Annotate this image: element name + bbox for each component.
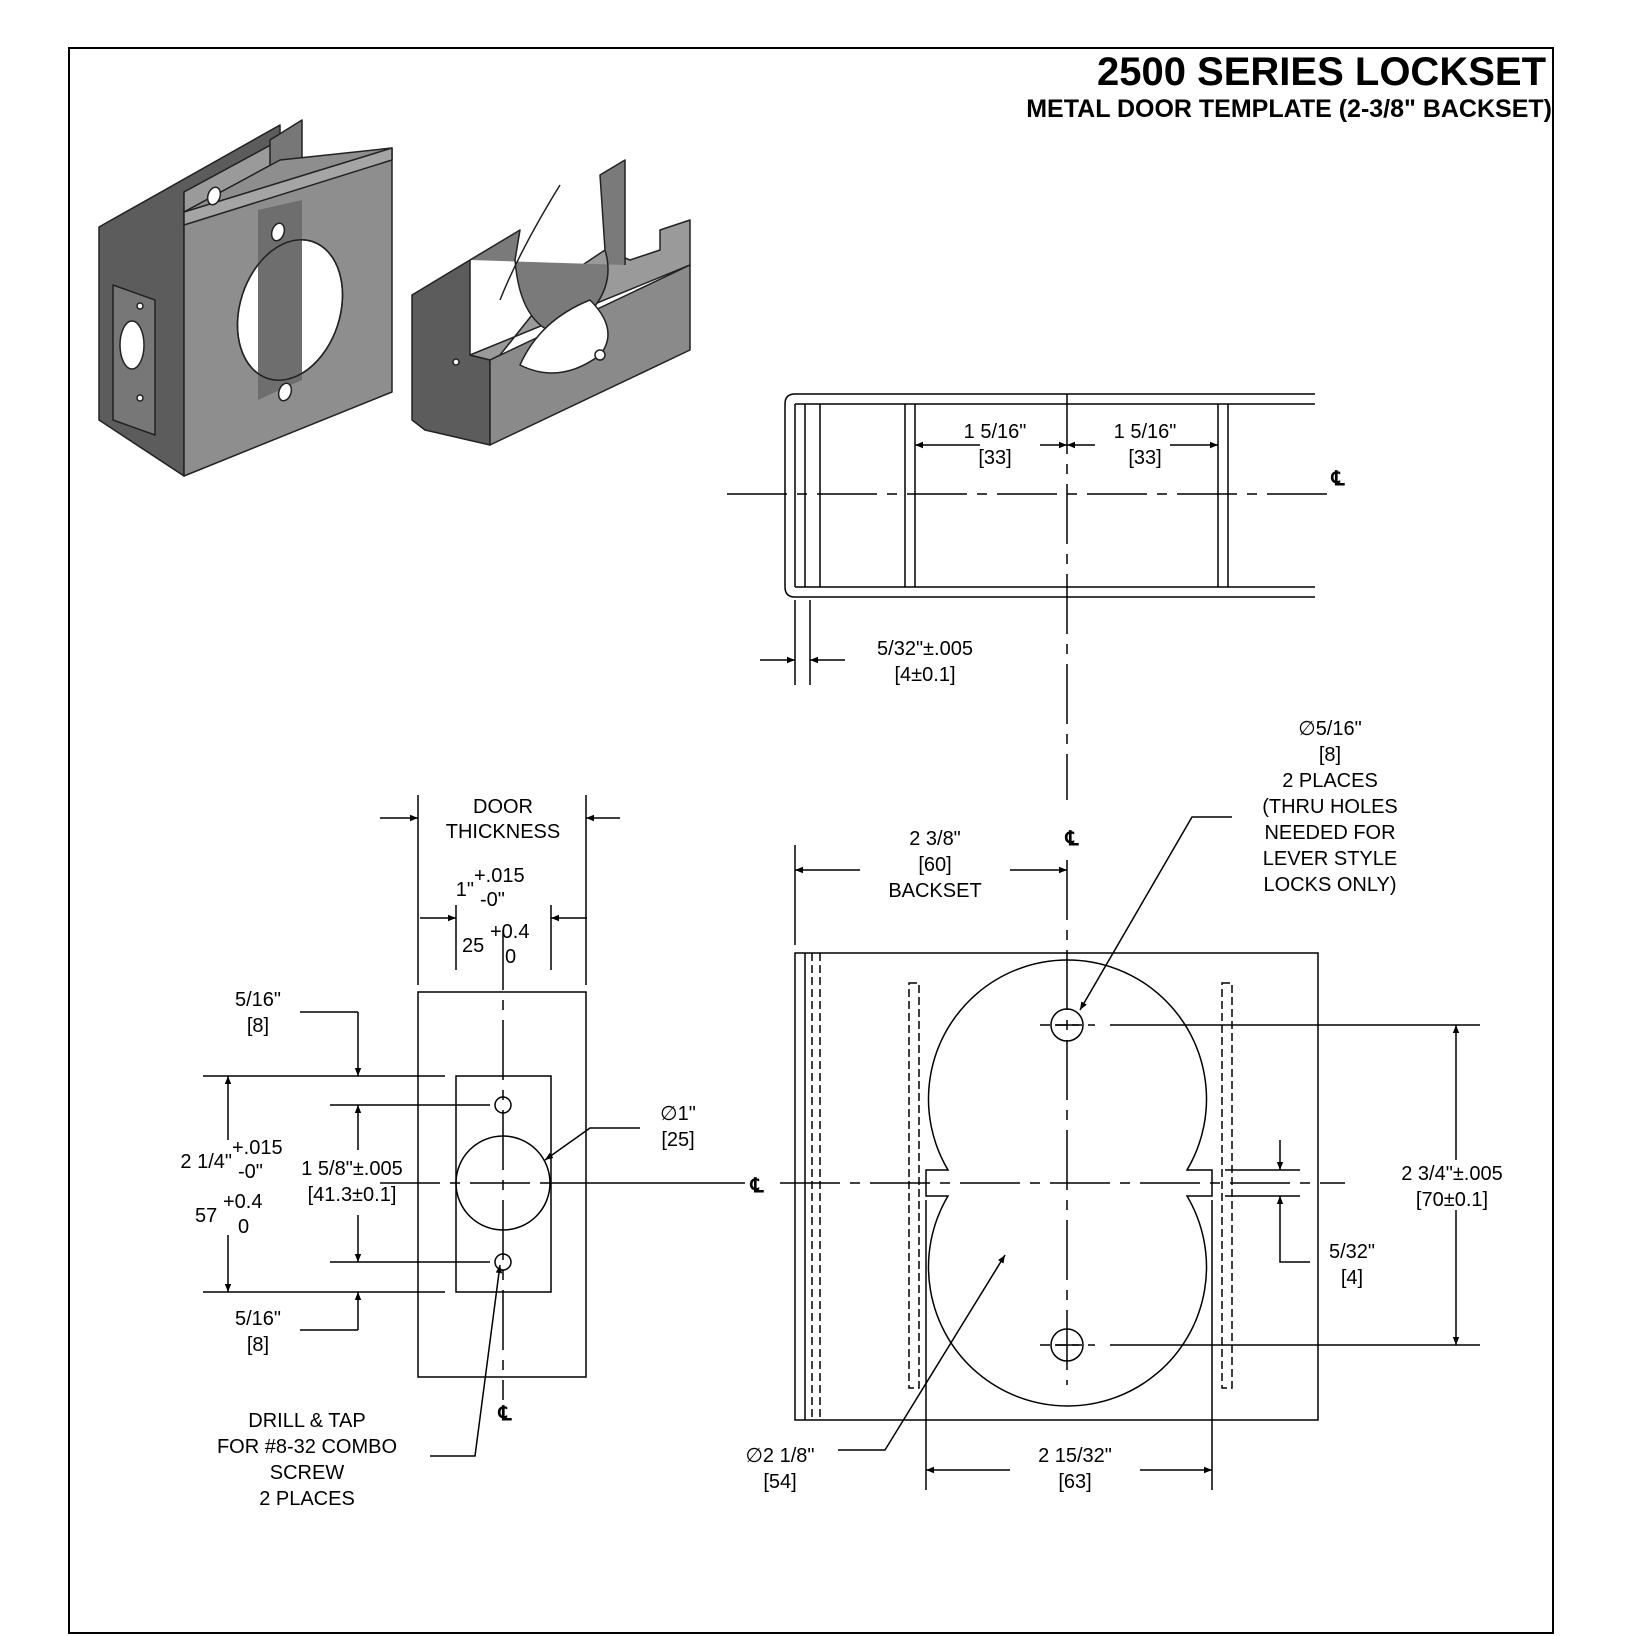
top-offset-mm: [8] [247,1015,269,1037]
thru-hole-note4: LOCKS ONLY) [1264,874,1397,896]
width-mm-lo: 0 [505,946,516,968]
width-tol-lo: -0" [480,889,505,911]
top-centerline-symbol: ℄ [1331,468,1346,490]
drill-note-line1: DRILL & TAP [248,1410,365,1432]
height-mm-hi: +0.4 [223,1191,262,1213]
large-bore-diameter-mm: [54] [763,1471,796,1493]
front-height-mm: [70±0.1] [1416,1189,1488,1211]
bottom-offset-mm: [8] [247,1334,269,1356]
edge-view [203,795,745,1457]
width-mm: 25 [462,935,484,957]
notch-height: 5/32" [1329,1241,1375,1263]
top-view [727,393,1330,800]
top-offset: 5/16" [235,989,281,1011]
backset-label: BACKSET [888,880,981,902]
height-tol-lo: -0" [238,1161,263,1183]
wall-thickness-mm: [4±0.1] [894,664,955,686]
thru-hole-diameter-mm: [8] [1319,744,1341,766]
drawing-border [68,47,1554,1634]
width-mm-hi: +0.4 [490,921,529,943]
door-label: DOOR [473,796,533,818]
front-height: 2 3/4"±.005 [1401,1163,1502,1185]
thru-hole-note2: NEEDED FOR [1264,822,1395,844]
hole-spacing-mm: [41.3±0.1] [308,1184,397,1206]
drill-note-line4: 2 PLACES [259,1488,355,1510]
bottom-centerline-symbol: ℄ [498,1403,513,1425]
hole-spacing: 1 5/8"±.005 [301,1158,402,1180]
width-value: 1" [456,879,474,901]
bottom-offset: 5/16" [235,1308,281,1330]
height-mm-lo: 0 [238,1216,249,1238]
thru-hole-diameter: ∅5/16" [1298,718,1361,740]
drawing-title: 2500 SERIES LOCKSET [1096,50,1546,94]
thickness-label: THICKNESS [446,821,560,843]
bore-diameter-mm: [25] [661,1129,694,1151]
front-centerline-symbol: ℄ [1065,828,1080,850]
notch-width-mm: [63] [1058,1471,1091,1493]
notch-width: 2 15/32" [1038,1445,1112,1467]
thru-hole-note1: (THRU HOLES [1262,796,1398,818]
height-mm: 57 [195,1205,217,1227]
top-dim-left-mm: [33] [978,447,1011,469]
drill-note-line2: FOR #8-32 COMBO [217,1436,397,1458]
wall-thickness: 5/32"±.005 [877,638,973,660]
backset-mm: [60] [918,854,951,876]
drill-note-line3: SCREW [270,1462,345,1484]
bore-diameter: ∅1" [660,1103,696,1125]
iso-view-assembled [98,119,393,477]
thru-hole-places: 2 PLACES [1282,770,1378,792]
large-bore-diameter: ∅2 1/8" [745,1445,814,1467]
top-dim-left: 1 5/16" [964,421,1027,443]
height-value: 2 1/4" [180,1151,232,1173]
top-dim-right: 1 5/16" [1114,421,1177,443]
top-dim-right-mm: [33] [1128,447,1161,469]
side-centerline-symbol: ℄ [750,1175,765,1197]
backset-value: 2 3/8" [909,828,961,850]
thru-hole-note3: LEVER STYLE [1263,848,1398,870]
drawing-subtitle: METAL DOOR TEMPLATE (2-3/8" BACKSET) [1026,95,1552,123]
width-tol-hi: +.015 [474,865,525,887]
front-view [780,816,1480,1490]
notch-height-mm: [4] [1341,1267,1363,1289]
height-tol-hi: +.015 [232,1137,283,1159]
iso-view-frame [411,159,691,446]
